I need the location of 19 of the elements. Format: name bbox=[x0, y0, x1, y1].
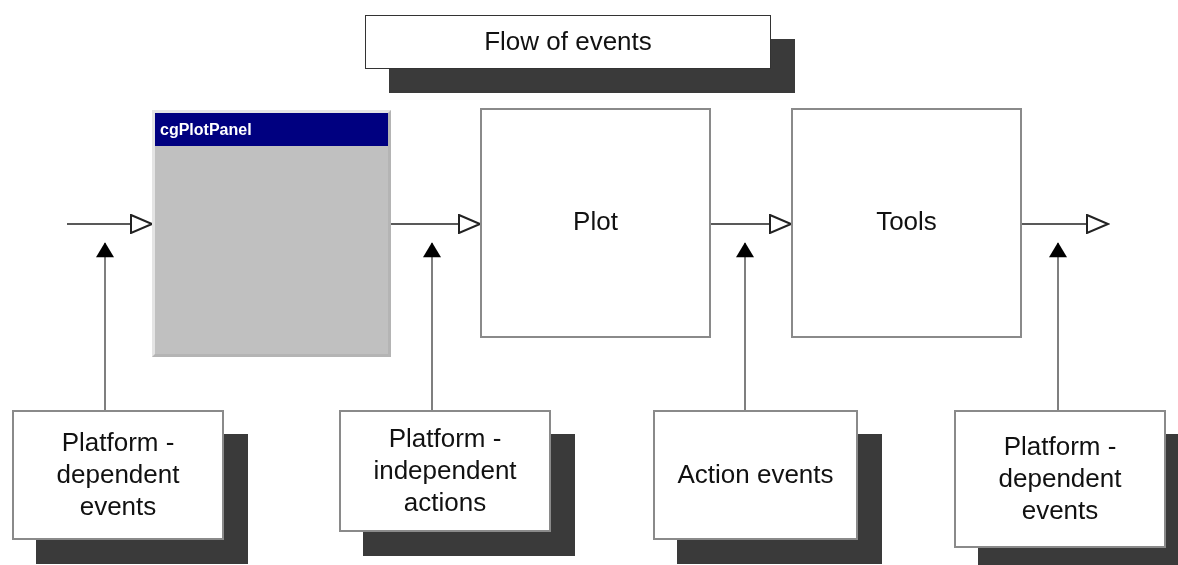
node-label: Flow of events bbox=[484, 26, 652, 58]
arrow bbox=[1049, 242, 1067, 411]
arrow bbox=[66, 214, 153, 234]
arrow bbox=[736, 242, 754, 411]
node-label: Platform - dependent events bbox=[997, 431, 1123, 527]
process-box bbox=[791, 108, 1022, 338]
node-label: Plot bbox=[573, 206, 618, 238]
arrow bbox=[390, 214, 481, 234]
node-label: Platform - independent actions bbox=[372, 423, 518, 519]
process-box bbox=[480, 108, 711, 338]
arrow bbox=[96, 242, 114, 411]
arrow bbox=[423, 242, 441, 411]
panel-window bbox=[152, 110, 391, 357]
node-label: Action events bbox=[677, 459, 834, 491]
arrow bbox=[1021, 214, 1109, 234]
window-title-bar: cgPlotPanel bbox=[155, 113, 388, 146]
arrow bbox=[710, 214, 792, 234]
node-label: Tools bbox=[876, 206, 937, 238]
node-label: Platform - dependent events bbox=[55, 427, 181, 523]
